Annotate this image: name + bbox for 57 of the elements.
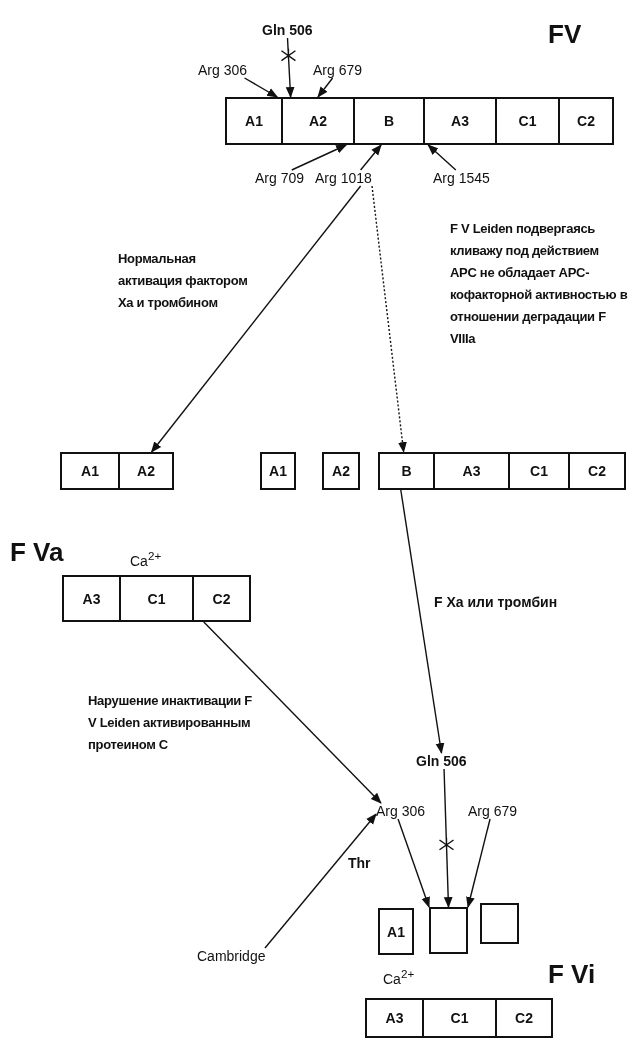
domain-box: B: [353, 97, 425, 145]
domain-box: C1: [508, 452, 570, 490]
edge-label: Thr: [348, 855, 371, 871]
domain-box: A1: [225, 97, 283, 145]
domain-box: A1: [378, 908, 414, 955]
arrow: [359, 144, 382, 171]
domain-box: C1: [422, 998, 497, 1038]
residue-label: Arg 679: [468, 803, 518, 819]
residue-label: Gln 506: [416, 753, 467, 769]
edge-label: Нормальная активация фактором Xa и тромбином: [118, 250, 249, 312]
arrow: [427, 144, 457, 171]
domain-box: A3: [62, 575, 121, 622]
arrow: [397, 818, 430, 909]
arrow: [280, 37, 297, 99]
edge-label: F V Leiden подвергаясь кливажу под действием APC не обладает APC-кофакторной активностью в отношении деградации F VIIIa: [450, 220, 628, 348]
domain-box: A2: [118, 452, 174, 490]
domain-box: A3: [433, 452, 510, 490]
variant-label: Cambridge: [197, 948, 266, 964]
arrow: [438, 768, 455, 909]
arrow: [466, 818, 491, 909]
domain-box: C2: [558, 97, 614, 145]
domain-box: C2: [568, 452, 626, 490]
arrow: [400, 489, 445, 755]
edge-label: F Xa или тромбин: [434, 594, 558, 610]
arrow: [150, 185, 362, 453]
residue-label: Arg 306: [198, 62, 248, 78]
fragment-box: [480, 903, 519, 944]
factor-title: F Va: [10, 538, 64, 566]
ion-label: Ca$^{2+}$: [383, 966, 415, 987]
domain-box: A2: [281, 97, 355, 145]
arrow: [203, 621, 382, 804]
domain-box: C1: [119, 575, 194, 622]
edge-label: Нарушение инактивации F V Leiden активированным протеином C: [88, 692, 253, 754]
residue-label: Arg 1018: [315, 170, 372, 186]
arrow: [243, 77, 279, 98]
fragment-box: [429, 907, 468, 954]
domain-box: A2: [322, 452, 360, 490]
domain-box: C2: [495, 998, 553, 1038]
residue-label: Arg 306: [376, 803, 426, 819]
factor-title: FV: [548, 20, 582, 48]
residue-label: Arg 709: [255, 170, 305, 186]
ion-label: Ca$^{2+}$: [130, 548, 162, 569]
domain-box: C2: [192, 575, 251, 622]
arrow: [317, 77, 334, 98]
domain-box: B: [378, 452, 435, 490]
domain-box: C1: [495, 97, 560, 145]
arrow: [264, 813, 377, 949]
domain-box: A3: [423, 97, 497, 145]
domain-box: A1: [260, 452, 296, 490]
factor-title: F Vi: [548, 960, 596, 988]
residue-label: Arg 679: [313, 62, 363, 78]
residue-label: Arg 1545: [433, 170, 490, 186]
arrow: [291, 144, 348, 171]
domain-box: A3: [365, 998, 424, 1038]
arrow: [371, 185, 407, 454]
residue-label: Gln 506: [262, 22, 313, 38]
domain-box: A1: [60, 452, 120, 490]
